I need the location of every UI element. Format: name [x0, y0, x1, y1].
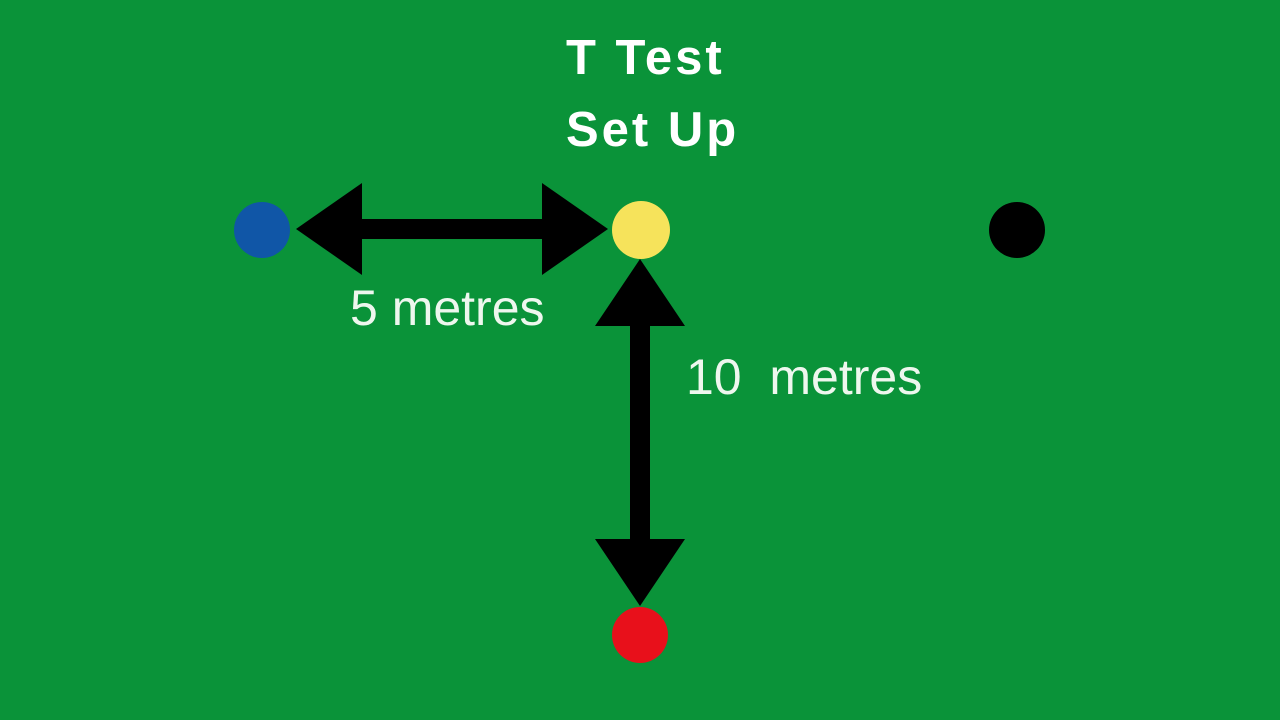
cone-yellow [612, 201, 670, 259]
vertical-distance-label: 10 metres [686, 349, 923, 405]
arrow-down-head [595, 539, 685, 606]
title-line-1: T Test [566, 31, 725, 85]
cone-black [989, 202, 1045, 258]
cone-blue [234, 202, 290, 258]
vertical-double-arrow-icon [595, 259, 685, 606]
arrow-shaft [630, 321, 650, 544]
arrow-right-head [542, 183, 608, 275]
arrow-up-head [595, 259, 685, 326]
horizontal-distance-label: 5 metres [350, 280, 545, 336]
arrow-left-head [296, 183, 362, 275]
cone-red [612, 607, 668, 663]
horizontal-double-arrow-icon [296, 183, 608, 275]
diagram-title: T Test Set Up [566, 22, 739, 166]
arrow-shaft [356, 219, 548, 239]
title-line-2: Set Up [566, 103, 740, 157]
